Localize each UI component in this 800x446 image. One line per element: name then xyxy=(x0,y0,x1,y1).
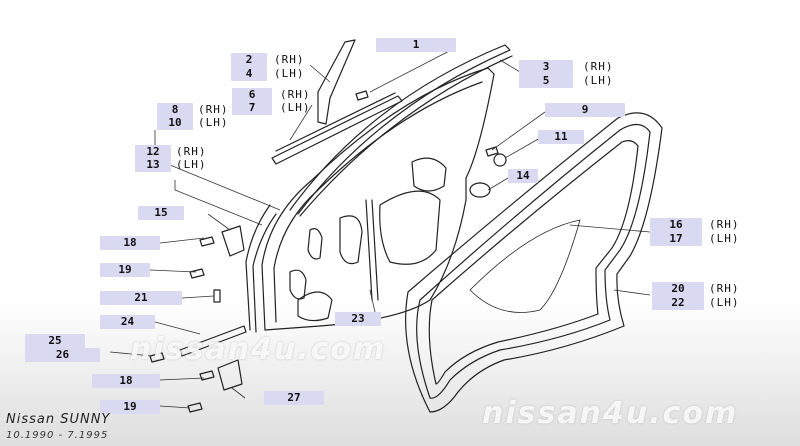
watermark-center: nissan4u.com xyxy=(130,332,387,367)
callout-5-side: (LH) xyxy=(583,74,614,87)
callout-18-lower[interactable]: 18 xyxy=(92,374,160,388)
callout-1[interactable]: 1 xyxy=(376,38,456,52)
callout-9[interactable]: 9 xyxy=(545,103,625,117)
callout-18-upper[interactable]: 18 xyxy=(100,236,160,250)
model-name: Nissan SUNNY xyxy=(6,412,111,427)
callout-12[interactable]: 12 xyxy=(135,145,171,159)
inner-panel-opening xyxy=(307,228,323,260)
callout-6[interactable]: 6 xyxy=(232,88,272,102)
upper-sash-rail xyxy=(289,44,511,215)
callout-20[interactable]: 20 xyxy=(652,282,704,296)
model-years: 10.1990 - 7.1995 xyxy=(6,430,109,441)
callout-17[interactable]: 17 xyxy=(650,232,702,246)
weatherstrip xyxy=(416,123,651,399)
callout-14[interactable]: 14 xyxy=(508,169,538,183)
callout-11[interactable]: 11 xyxy=(538,130,584,144)
callout-7[interactable]: 7 xyxy=(232,101,272,115)
callout-16-side: (RH) xyxy=(709,218,740,231)
callout-2-side: (RH) xyxy=(274,53,305,66)
sash-corner-piece xyxy=(317,39,356,125)
callout-4[interactable]: 4 xyxy=(231,67,267,81)
upper-hinge xyxy=(221,225,245,257)
callout-27[interactable]: 27 xyxy=(264,391,324,405)
door-shell xyxy=(261,67,495,331)
callout-19-upper[interactable]: 19 xyxy=(100,263,150,277)
callout-26[interactable]: 26 xyxy=(25,348,100,362)
callout-15[interactable]: 15 xyxy=(138,206,184,220)
callout-19-lower[interactable]: 19 xyxy=(100,400,160,414)
check-link xyxy=(179,325,247,357)
watermark-corner: nissan4u.com xyxy=(482,396,739,431)
callout-25[interactable]: 25 xyxy=(25,334,85,348)
lower-hinge xyxy=(217,359,243,391)
callout-17-side: (LH) xyxy=(709,232,740,245)
callout-16[interactable]: 16 xyxy=(650,218,702,232)
callout-8[interactable]: 8 xyxy=(157,103,193,117)
callout-3[interactable]: 3 xyxy=(519,60,573,74)
callout-2[interactable]: 2 xyxy=(231,53,267,67)
callout-21[interactable]: 21 xyxy=(100,291,182,305)
callout-13[interactable]: 13 xyxy=(135,158,171,172)
callout-24[interactable]: 24 xyxy=(100,315,155,329)
callout-10-side: (LH) xyxy=(198,116,229,129)
callout-12-side: (RH) xyxy=(176,145,207,158)
callout-23[interactable]: 23 xyxy=(335,312,381,326)
callout-5[interactable]: 5 xyxy=(519,74,573,88)
callout-4-side: (LH) xyxy=(274,67,305,80)
callout-13-side: (LH) xyxy=(176,158,207,171)
callout-8-side: (RH) xyxy=(198,103,229,116)
callout-3-side: (RH) xyxy=(583,60,614,73)
callout-6-side: (RH) xyxy=(280,88,311,101)
callout-7-side: (LH) xyxy=(280,101,311,114)
callout-22[interactable]: 22 xyxy=(652,296,704,310)
callout-10[interactable]: 10 xyxy=(157,116,193,130)
callout-20-side: (RH) xyxy=(709,282,740,295)
callout-22-side: (LH) xyxy=(709,296,740,309)
